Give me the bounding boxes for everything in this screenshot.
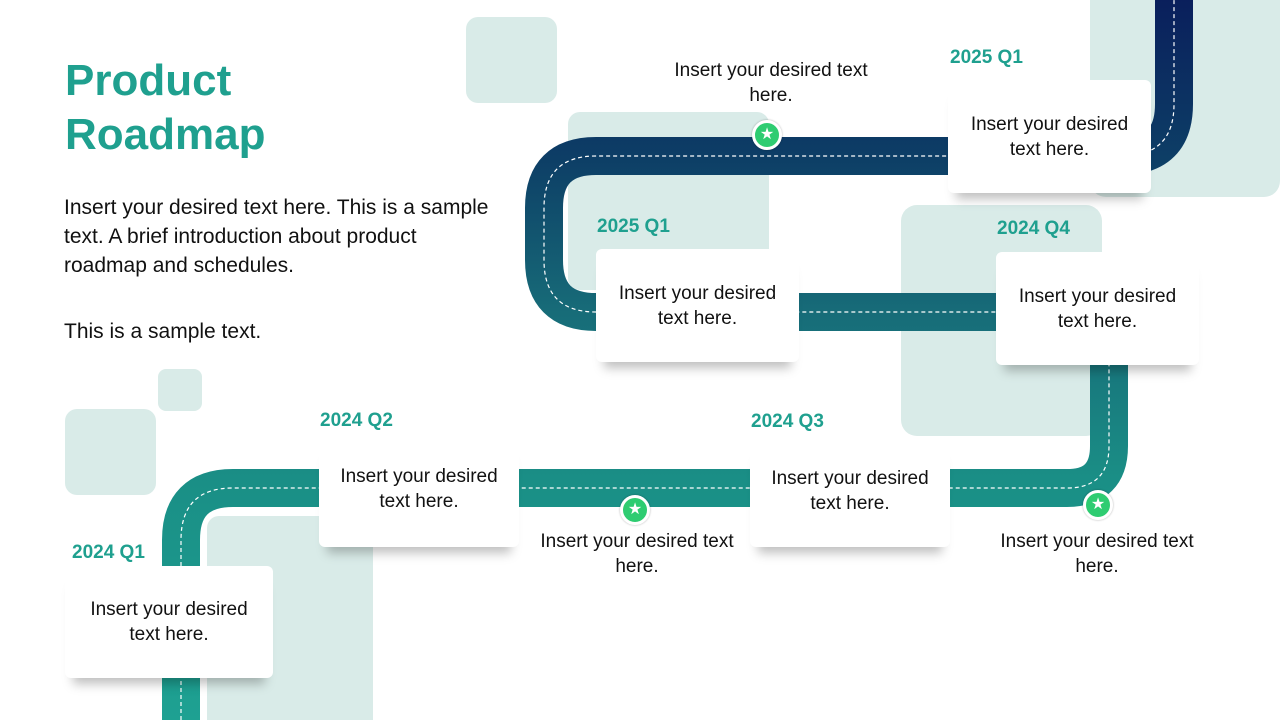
intro-text: Insert your desired text here. This is a… (64, 196, 489, 277)
milestone-text: Insert your desired text here. (970, 113, 1129, 160)
milestone-card: Insert your desired text here. (948, 80, 1151, 193)
star-note: Insert your desired text here. (674, 60, 868, 106)
star-note: Insert your desired text here. (540, 531, 734, 577)
milestone-card: Insert your desired text here. (319, 440, 519, 547)
milestone-label: 2025 Q1 (597, 216, 670, 237)
deco-square (158, 369, 202, 411)
milestone-label: 2025 Q1 (950, 47, 1023, 68)
milestone-text: Insert your desired text here. (1018, 285, 1177, 332)
milestone-card: Insert your desired text here. (996, 252, 1199, 365)
title-line-1: Product (65, 56, 232, 105)
deco-square (65, 409, 156, 495)
star-note: Insert your desired text here. (1000, 531, 1194, 577)
star-icon: ★ (752, 120, 782, 150)
milestone-card: Insert your desired text here. (65, 566, 273, 678)
milestone-label: 2024 Q1 (72, 542, 145, 563)
milestone-label: 2024 Q3 (751, 411, 824, 432)
milestone-label: 2024 Q4 (997, 218, 1070, 239)
milestone-card: Insert your desired text here. (750, 440, 950, 547)
milestone-card: Insert your desired text here. (596, 249, 799, 362)
star-icon: ★ (620, 495, 650, 525)
milestone-text: Insert your desired text here. (618, 282, 777, 329)
star-icon: ★ (1083, 490, 1113, 520)
milestone-text: Insert your desired text here. (771, 468, 929, 514)
milestone-text: Insert your desired text here. (90, 599, 248, 645)
intro-text-2: This is a sample text. (64, 320, 262, 343)
milestone-text: Insert your desired text here. (340, 466, 498, 512)
milestone-label: 2024 Q2 (320, 410, 393, 431)
deco-square (466, 17, 557, 103)
title-line-2: Roadmap (65, 110, 266, 159)
